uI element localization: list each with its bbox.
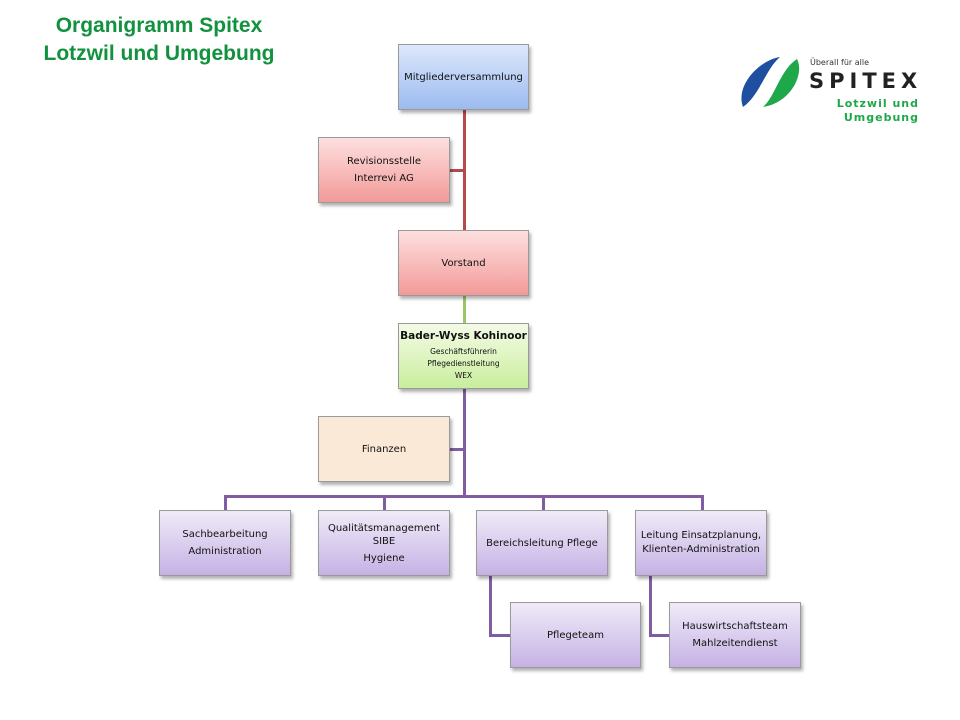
title-line-1: Organigramm Spitex: [55, 14, 263, 37]
node-pflegeteam: Pflegeteam: [510, 602, 641, 668]
logo-sub2: Umgebung: [843, 111, 919, 124]
node-bereichsleitung-pflege: Bereichsleitung Pflege: [476, 510, 608, 576]
node-label: SIBE: [372, 535, 396, 547]
node-label: Administration: [188, 546, 262, 557]
node-einsatzplanung: Leitung Einsatzplanung, Klienten-Administ…: [635, 510, 767, 576]
node-label: Qualitätsmanagement: [327, 522, 441, 534]
connector: [649, 634, 669, 637]
node-label: Interrevi AG: [354, 173, 414, 184]
connector: [463, 296, 466, 323]
connector: [542, 495, 545, 510]
node-label: Pflegedienstleitung: [427, 359, 500, 368]
node-label: Mahlzeitendienst: [692, 638, 778, 649]
connector: [450, 169, 465, 172]
title-line-2: Lotzwil und Umgebung: [43, 42, 275, 65]
connector: [224, 495, 227, 510]
connector: [701, 495, 704, 510]
connector: [224, 495, 704, 498]
logo-swoosh-icon: [741, 57, 800, 107]
logo-name: SPITEX: [809, 69, 923, 93]
node-label: WEX: [454, 371, 473, 380]
connector: [450, 448, 465, 451]
connector: [489, 634, 510, 637]
node-label: Revisionsstelle: [347, 156, 421, 167]
logo-sub1: Lotzwil und: [836, 97, 919, 110]
node-finanzen: Finanzen: [318, 416, 450, 482]
node-label: Leitung Einsatzplanung,: [640, 530, 762, 541]
connector: [489, 575, 492, 637]
node-label: Mitgliederversammlung: [404, 71, 523, 83]
logo-tagline: Überall für alle: [810, 58, 870, 67]
node-mitgliederversammlung: Mitgliederversammlung: [398, 44, 529, 110]
connector: [463, 388, 466, 497]
node-label: Bereichsleitung Pflege: [486, 537, 598, 549]
node-name: Bader-Wyss Kohinoor: [400, 330, 527, 342]
node-label: Pflegeteam: [547, 629, 604, 641]
connector: [649, 575, 652, 637]
spitex-logo: Überall für alle SPITEX Lotzwil und Umge…: [735, 55, 925, 130]
connector: [383, 495, 386, 510]
node-vorstand: Vorstand: [398, 230, 529, 296]
node-label: Sachbearbeitung: [182, 529, 268, 540]
node-label: Vorstand: [441, 257, 486, 269]
node-label: Hauswirtschaftsteam: [682, 621, 788, 632]
node-label: Geschäftsführerin: [430, 347, 497, 356]
node-label: Klienten-Administration: [642, 544, 760, 555]
node-label: Finanzen: [361, 443, 407, 455]
node-label: Hygiene: [363, 552, 405, 564]
